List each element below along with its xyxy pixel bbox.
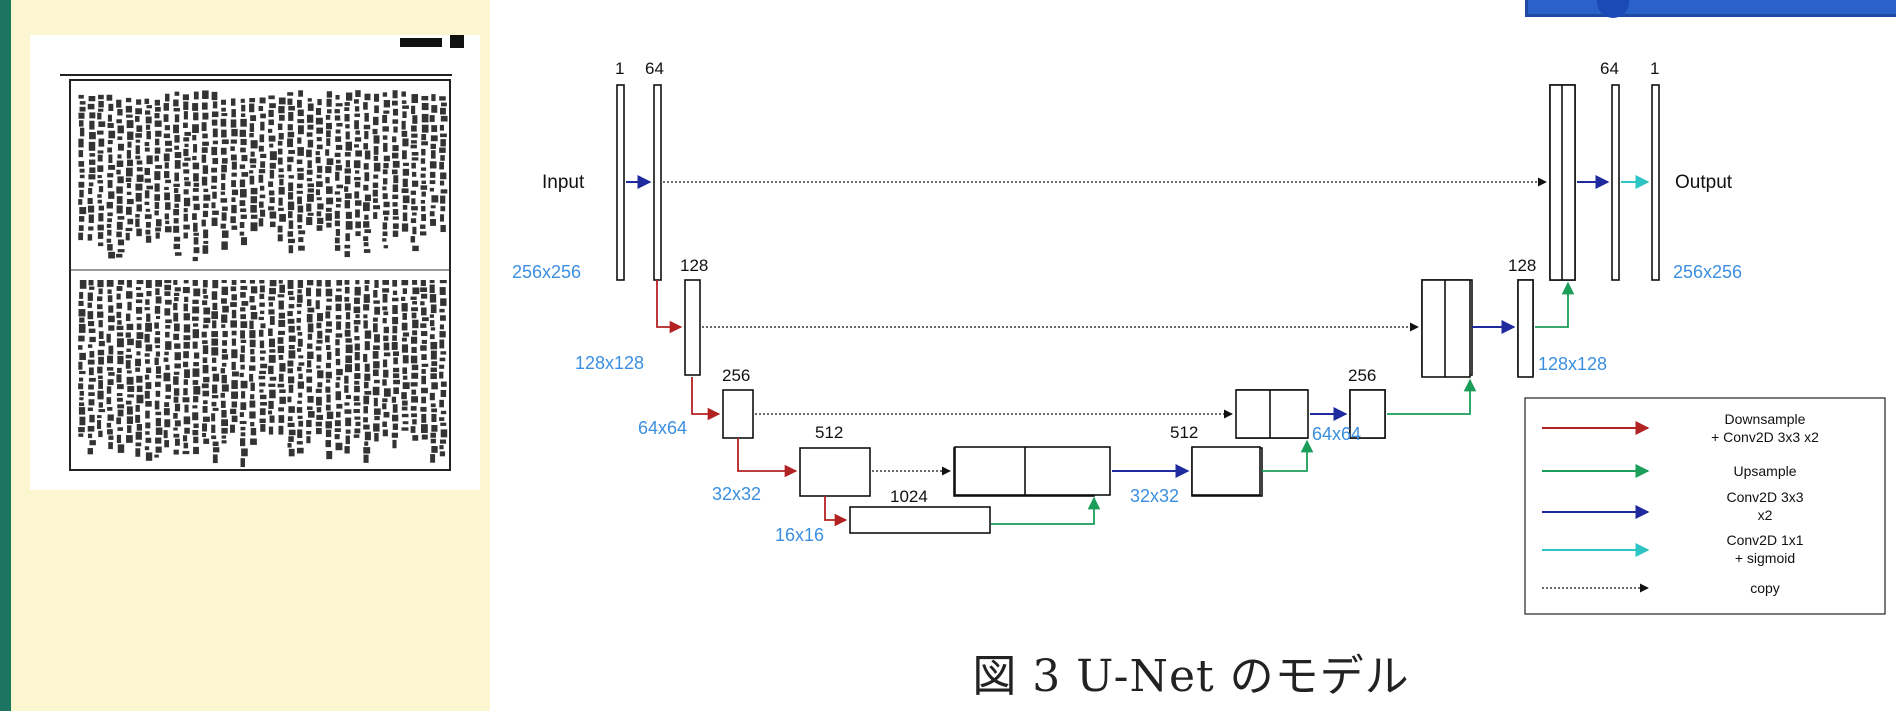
down-arrow-1 — [656, 280, 683, 334]
slide-corner-dot — [1597, 0, 1629, 18]
channel-label-dec64: 64 — [1600, 59, 1619, 78]
channel-label-out: 1 — [1650, 59, 1659, 78]
channel-label-128: 128 — [680, 256, 708, 275]
block-output-1 — [1651, 84, 1660, 281]
size-label-64-left: 64x64 — [638, 418, 687, 438]
channel-label-256: 256 — [722, 366, 750, 385]
block-enc-128 — [684, 279, 701, 376]
legend-downsample-line1: Downsample — [1725, 411, 1806, 427]
down-arrow-4 — [824, 496, 848, 527]
legend-conv-line1: Conv2D 3x3 — [1726, 489, 1803, 505]
block-dec-64 — [1611, 84, 1620, 281]
block-enc-512 — [799, 447, 871, 497]
size-label-32-left: 32x32 — [712, 484, 761, 504]
up-arrow-2 — [1262, 439, 1314, 472]
block-dec-512-main — [1191, 446, 1261, 496]
block-dec-128-main — [1517, 279, 1534, 378]
channel-label-dec512: 512 — [1170, 423, 1198, 442]
legend-conv1x1-line2: + sigmoid — [1735, 550, 1795, 566]
channel-label-in: 1 — [615, 59, 624, 78]
block-dec-concat-128-main — [1421, 279, 1471, 378]
legend: Downsample + Conv2D 3x3 x2 Upsample Conv… — [1524, 397, 1886, 615]
scanned-document-image — [30, 35, 480, 490]
up-arrow-1 — [991, 496, 1101, 525]
block-dec-concat-512-main — [954, 446, 1111, 496]
down-arrow-2 — [691, 377, 721, 421]
block-dec-concat-256-main — [1235, 389, 1309, 439]
scanned-japanese-vertical-text-page-icon — [60, 35, 464, 471]
up-arrow-3 — [1387, 378, 1477, 415]
channel-label-dec128: 128 — [1508, 256, 1536, 275]
block-enc-256 — [722, 389, 754, 439]
size-label-32-right: 32x32 — [1130, 486, 1179, 506]
size-label-64-right: 64x64 — [1312, 424, 1361, 444]
unet-diagram: 1 64 128 256 512 1024 512 256 128 64 1 I… — [512, 59, 1886, 615]
channel-label-dec256: 256 — [1348, 366, 1376, 385]
legend-upsample-line1: Upsample — [1733, 463, 1796, 479]
left-accent-bar — [0, 0, 11, 711]
vertical-text-columns — [78, 90, 448, 468]
up-arrow-4 — [1535, 281, 1575, 328]
input-label: Input — [542, 172, 585, 193]
channel-label-512: 512 — [815, 423, 843, 442]
output-label: Output — [1675, 172, 1733, 193]
legend-conv1x1-line1: Conv2D 1x1 — [1726, 532, 1803, 548]
legend-downsample-line2: + Conv2D 3x3 x2 — [1711, 429, 1819, 445]
legend-copy-line1: copy — [1750, 580, 1780, 596]
legend-conv-line2: x2 — [1758, 507, 1773, 523]
size-label-16: 16x16 — [775, 525, 824, 545]
size-label-256-left: 256x256 — [512, 262, 581, 282]
block-dec-256-main — [1349, 389, 1386, 439]
block-bottleneck-1024 — [849, 506, 991, 534]
figure-caption: 図 3 U-Net のモデル — [972, 651, 1410, 702]
block-input-1 — [616, 84, 625, 281]
channel-label-1024: 1024 — [890, 487, 928, 506]
size-label-128-right: 128x128 — [1538, 354, 1607, 374]
down-arrow-3 — [737, 438, 798, 478]
channel-label-64: 64 — [645, 59, 664, 78]
size-label-128-left: 128x128 — [575, 353, 644, 373]
size-label-256-right: 256x256 — [1673, 262, 1742, 282]
background-block — [30, 490, 490, 711]
block-enc-64 — [653, 84, 662, 281]
